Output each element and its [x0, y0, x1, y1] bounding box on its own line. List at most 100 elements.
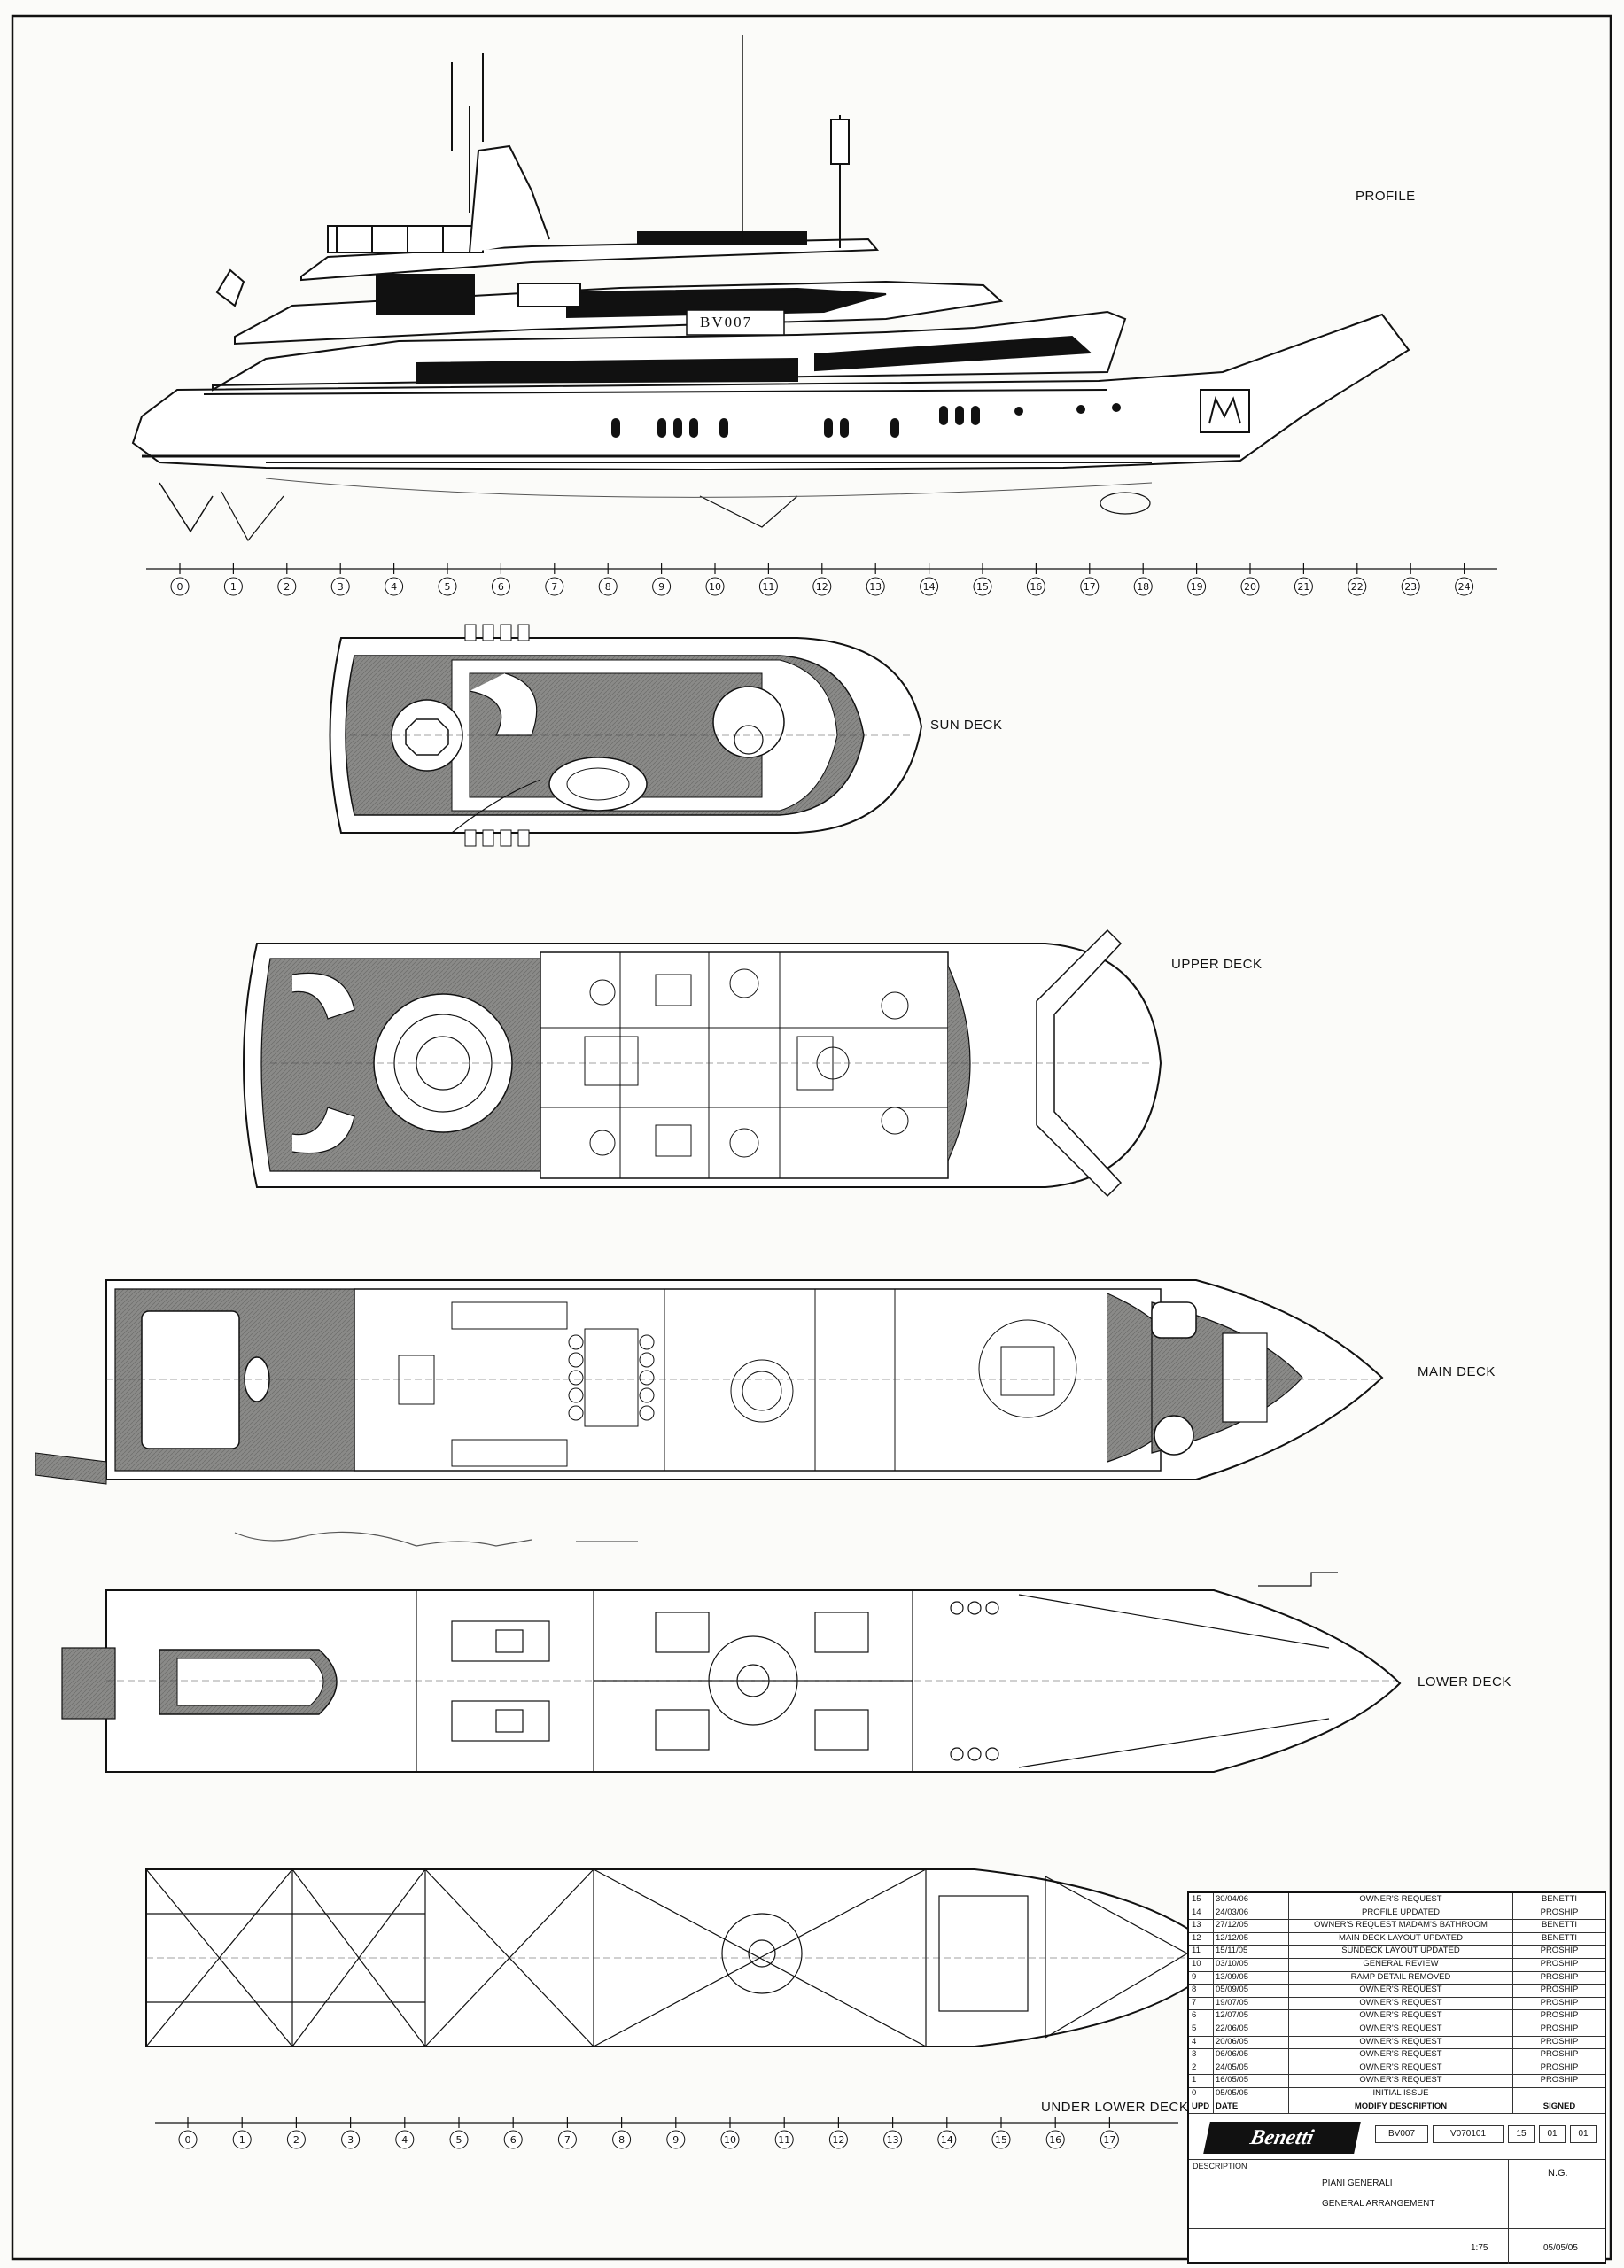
frame-number: 10	[724, 2134, 736, 2146]
scale-value: 1:75	[1471, 2243, 1488, 2253]
frame-number: 7	[551, 581, 557, 593]
frame-number: 9	[658, 581, 664, 593]
frame-number: 2	[284, 581, 290, 593]
sheet-of: 01	[1570, 2125, 1597, 2143]
frame-number: 17	[1103, 2134, 1115, 2146]
frame-number: 4	[401, 2134, 408, 2146]
frame-marker	[1045, 2130, 1065, 2149]
frame-number: 14	[923, 581, 936, 593]
frame-marker	[598, 577, 618, 596]
frame-marker	[720, 2130, 740, 2149]
frame-number: 13	[887, 2134, 899, 2146]
frame-marker	[178, 2130, 198, 2149]
frame-number: 8	[618, 2134, 625, 2146]
frame-marker	[1026, 577, 1045, 596]
main-deck-plan	[35, 1279, 1384, 1485]
frame-marker	[1294, 577, 1313, 596]
label-lower-deck: LOWER DECK	[1418, 1674, 1511, 1689]
drawing-title-it: PIANI GENERALI	[1322, 2179, 1393, 2188]
benetti-logo: Benetti	[1203, 2122, 1361, 2154]
frame-number: 0	[177, 581, 183, 593]
sheet-no: 01	[1539, 2125, 1566, 2143]
frame-marker	[170, 577, 190, 596]
frame-marker	[1348, 577, 1367, 596]
frame-number: 4	[391, 581, 397, 593]
frame-number: 8	[605, 581, 611, 593]
frame-number: 15	[976, 581, 989, 593]
frame-marker	[557, 2130, 577, 2149]
drawing-title-en: GENERAL ARRANGEMENT	[1322, 2199, 1435, 2209]
frame-marker	[705, 577, 725, 596]
label-under-lower-deck: UNDER LOWER DECK	[1041, 2100, 1189, 2115]
frame-marker	[652, 577, 672, 596]
frame-marker	[1187, 577, 1207, 596]
frame-number: 20	[1244, 581, 1256, 593]
frame-marker	[395, 2130, 415, 2149]
sheet-border	[11, 14, 1612, 2261]
frame-marker	[503, 2130, 523, 2149]
frame-number: 1	[230, 581, 237, 593]
frame-marker	[277, 577, 297, 596]
frame-number: 3	[347, 2134, 354, 2146]
frame-number: 1	[239, 2134, 245, 2146]
label-main-deck: MAIN DECK	[1418, 1364, 1496, 1379]
frame-marker	[666, 2130, 686, 2149]
frame-marker	[449, 2130, 469, 2149]
frame-number: 10	[709, 581, 721, 593]
frame-marker	[330, 577, 350, 596]
issue-date: 05/05/05	[1543, 2243, 1578, 2253]
frame-number: 5	[445, 581, 451, 593]
frame-number: 17	[1084, 581, 1096, 593]
frame-marker	[1455, 577, 1474, 596]
vessel-name-plate: BV007	[700, 314, 753, 330]
frame-marker	[866, 577, 885, 596]
frame-number: 15	[995, 2134, 1007, 2146]
sun-deck-plan	[329, 624, 923, 847]
frame-marker	[991, 2130, 1011, 2149]
frame-number: 11	[762, 581, 774, 593]
frame-number: 12	[816, 581, 828, 593]
frame-marker	[973, 577, 992, 596]
frame-marker	[1080, 577, 1100, 596]
frame-number: 24	[1458, 581, 1471, 593]
frame-number: 14	[941, 2134, 953, 2146]
frame-marker	[545, 577, 564, 596]
frame-marker	[1133, 577, 1153, 596]
label-upper-deck: UPPER DECK	[1171, 957, 1263, 972]
under-lower-deck-plan	[145, 1868, 1243, 2047]
frame-number: 7	[564, 2134, 571, 2146]
frame-number: 0	[185, 2134, 191, 2146]
frame-marker	[937, 2130, 957, 2149]
frame-marker	[385, 577, 404, 596]
frame-marker	[812, 577, 832, 596]
frame-marker	[341, 2130, 361, 2149]
frame-number: 5	[456, 2134, 462, 2146]
frame-marker	[438, 577, 457, 596]
frame-number: 16	[1030, 581, 1042, 593]
frame-marker	[286, 2130, 306, 2149]
revision-header: UPD DATE MODIFY DESCRIPTION SIGNED	[1189, 2101, 1605, 2115]
frame-marker	[232, 2130, 252, 2149]
frame-number: 19	[1191, 581, 1203, 593]
detail-mark	[1258, 1572, 1338, 1587]
frame-number: 23	[1404, 581, 1417, 593]
frame-number: 3	[338, 581, 344, 593]
frame-number: 12	[832, 2134, 844, 2146]
frame-number: 2	[293, 2134, 299, 2146]
upper-deck-plan	[243, 928, 1162, 1198]
frame-number: 13	[869, 581, 882, 593]
frame-number: 16	[1049, 2134, 1061, 2146]
construction-no: BV007	[1375, 2125, 1428, 2143]
frame-marker	[758, 577, 778, 596]
frame-number: 11	[778, 2134, 790, 2146]
